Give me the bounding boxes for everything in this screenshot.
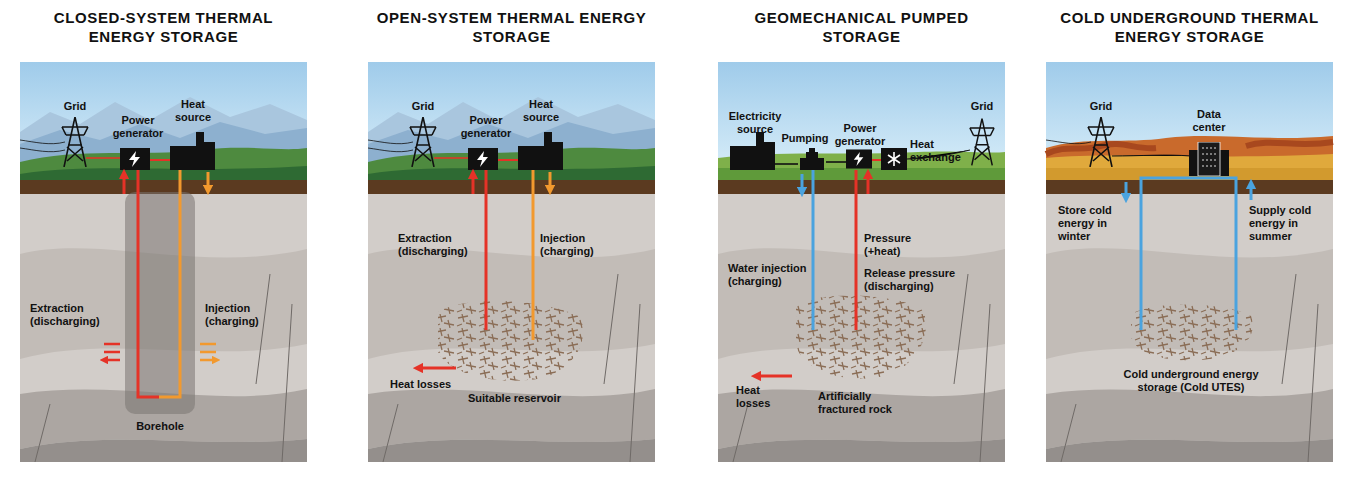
callout-label: Heat losses: [736, 384, 786, 410]
callout-label: Extraction (discharging): [398, 232, 478, 258]
panel-title: OPEN-SYSTEM THERMAL ENERGY STORAGE: [368, 8, 655, 46]
callout-label: Heat losses: [390, 378, 465, 391]
callout-label: Power generator: [108, 114, 168, 140]
callout-label: Suitable reservoir: [468, 392, 588, 405]
callout-label: Injection (charging): [540, 232, 635, 258]
callout-label: Release pressure (discharging): [864, 267, 959, 293]
callout-label: Electricity source: [720, 110, 790, 136]
callout-label: Store cold energy in winter: [1058, 204, 1136, 243]
callout-label: Extraction (discharging): [30, 302, 120, 328]
panel-title: GEOMECHANICAL PUMPED STORAGE: [718, 8, 1005, 46]
panel-title: COLD UNDERGROUND THERMAL ENERGY STORAGE: [1046, 8, 1333, 46]
callout-label: Grid: [962, 100, 1002, 113]
callout-label: Pressure (+heat): [864, 232, 944, 258]
callout-label: Grid: [403, 100, 443, 113]
panel-title: CLOSED-SYSTEM THERMAL ENERGY STORAGE: [20, 8, 307, 46]
callout-label: Power generator: [456, 114, 516, 140]
callout-label: Data center: [1184, 108, 1234, 134]
callout-label: Artificially fractured rock: [818, 390, 913, 416]
callout-label: Grid: [1081, 100, 1121, 113]
callout-label: Heat source: [516, 98, 566, 124]
panel-title-box: GEOMECHANICAL PUMPED STORAGE: [718, 8, 1005, 46]
callout-label: Grid: [55, 100, 95, 113]
callout-label: Water injection (charging): [728, 262, 808, 288]
callout-label: Borehole: [125, 420, 195, 433]
callout-label: Pumping: [780, 132, 830, 145]
panel-title-box: OPEN-SYSTEM THERMAL ENERGY STORAGE: [368, 8, 655, 46]
panel-title-box: CLOSED-SYSTEM THERMAL ENERGY STORAGE: [20, 8, 307, 46]
callout-label: Supply cold energy in summer: [1249, 204, 1329, 243]
panel-title-box: COLD UNDERGROUND THERMAL ENERGY STORAGE: [1046, 8, 1333, 46]
callout-label: Cold underground energy storage (Cold UT…: [1116, 368, 1266, 394]
callout-label: Heat exchange: [910, 138, 970, 164]
callout-label: Injection (charging): [205, 302, 300, 328]
callout-label: Heat source: [168, 98, 218, 124]
callout-label: Power generator: [830, 122, 890, 148]
